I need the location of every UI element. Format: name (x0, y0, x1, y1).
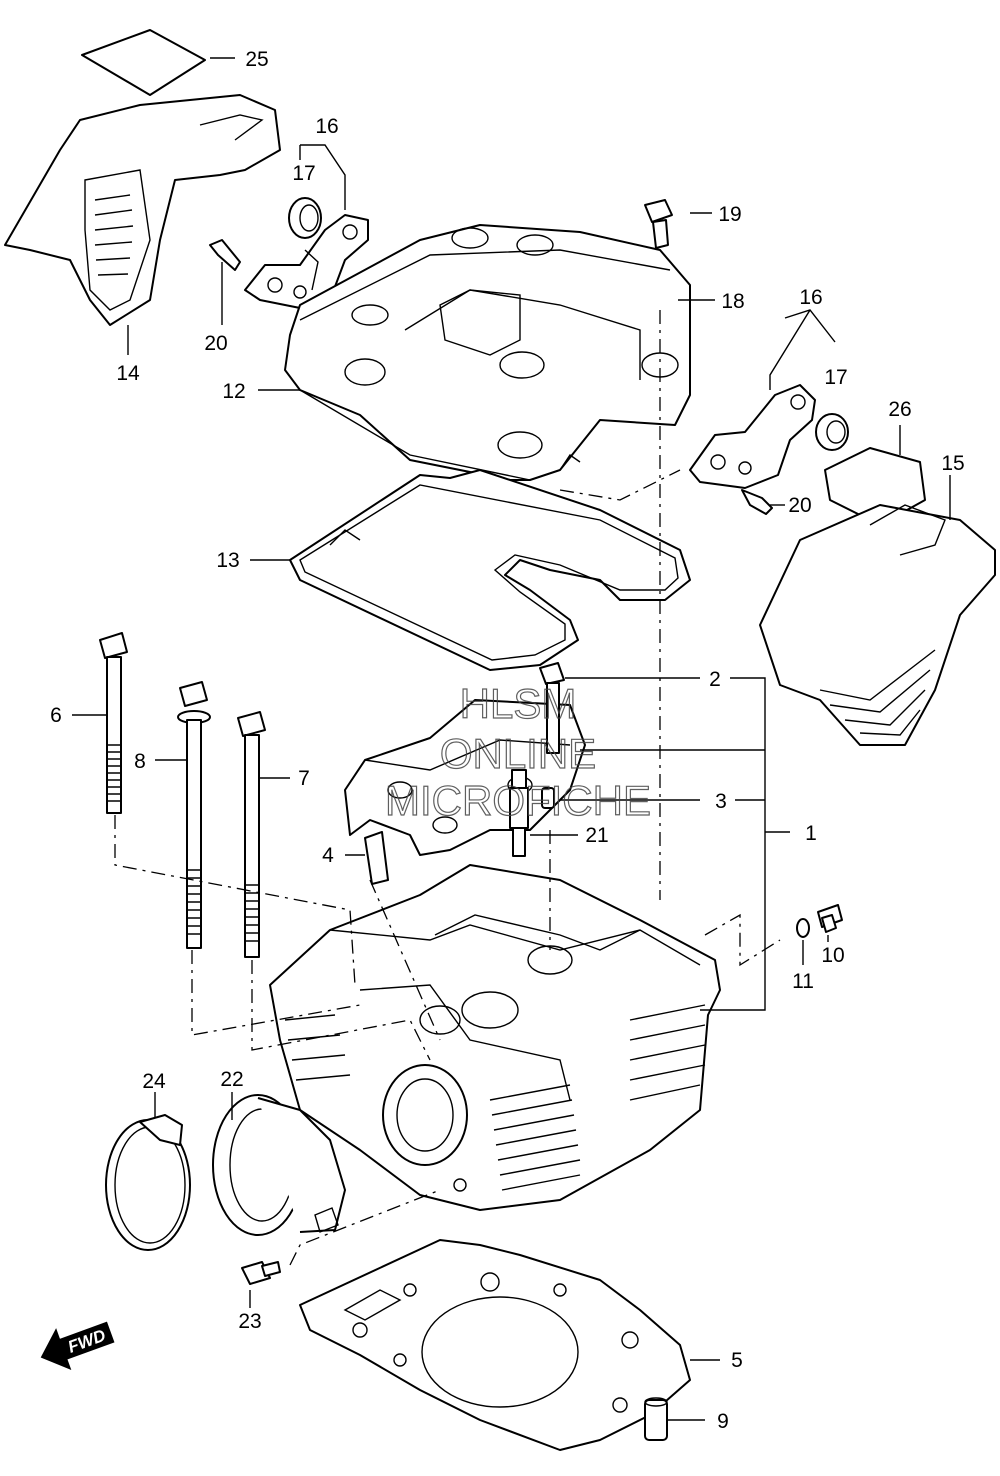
part-20-bolt-left (209, 239, 241, 271)
callout-5: 5 (731, 1349, 743, 1372)
part-11-washer (796, 918, 810, 938)
part-2-bolt (539, 662, 565, 754)
part-25-label (81, 29, 206, 96)
part-12-head-cover (284, 224, 691, 481)
callout-25: 25 (245, 48, 268, 71)
callout-21: 21 (585, 824, 608, 847)
watermark: HLSM ONLINE MICROFICHE (384, 679, 651, 824)
callout-8: 8 (134, 750, 146, 773)
part-17-grommet-left (288, 197, 322, 239)
part-8-bolt (177, 681, 211, 949)
callout-3: 3 (715, 790, 727, 813)
callout-6: 6 (50, 704, 62, 727)
part-22-intake-pipe (212, 1094, 346, 1236)
callout-15: 15 (941, 452, 964, 475)
part-3-dowel (541, 787, 555, 809)
callout-24: 24 (142, 1070, 166, 1093)
reference-lines (114, 310, 781, 1266)
part-24-clamp (105, 1114, 191, 1251)
part-17-grommet-right (815, 413, 849, 451)
part-15-side-cover (759, 504, 996, 746)
part-1-cylinder-head (269, 864, 721, 1211)
watermark-line-2: ONLINE (440, 730, 596, 777)
part-7-bolt (237, 711, 266, 958)
callout-18: 18 (721, 290, 744, 313)
callout-23: 23 (238, 1310, 261, 1333)
callout-11: 11 (792, 970, 814, 993)
callout-26: 26 (888, 398, 911, 421)
callout-12: 12 (222, 380, 245, 403)
part-26-label (824, 447, 926, 526)
callout-1: 1 (805, 822, 817, 845)
callout-16-left: 16 (315, 115, 338, 138)
part-6-bolt (99, 632, 128, 814)
part-14-side-cover (4, 94, 281, 326)
callout-20-right: 20 (788, 494, 811, 517)
callout-7: 7 (298, 767, 310, 790)
callout-17-left: 17 (292, 162, 315, 185)
callout-17-right: 17 (824, 366, 847, 389)
watermark-line-3: MICROFICHE (385, 777, 651, 824)
part-4-valve-guide (364, 831, 389, 885)
callout-10: 10 (821, 944, 844, 967)
part-13-cover-gasket (289, 469, 691, 671)
callout-labels: 25 16 17 19 20 18 16 14 17 12 26 15 20 1… (50, 48, 965, 1433)
callout-19: 19 (718, 203, 741, 226)
callout-9: 9 (717, 1410, 729, 1433)
callout-20-left: 20 (204, 332, 227, 355)
part-10-bolt (817, 904, 843, 933)
part-20-bolt-right (741, 489, 773, 515)
part-5-head-gasket (299, 1239, 691, 1451)
callout-16-right: 16 (799, 286, 822, 309)
callout-4: 4 (322, 844, 334, 867)
leader-lines (72, 57, 951, 1421)
forward-direction-arrow: FWD (40, 1321, 115, 1371)
callout-13: 13 (216, 549, 239, 572)
part-16-bracket-left (244, 214, 369, 309)
part-21-spark-plug (509, 769, 529, 857)
part-16-bracket-right (689, 384, 816, 489)
callout-22: 22 (220, 1068, 243, 1091)
part-9-dowel (644, 1397, 668, 1441)
part-23-screw (241, 1261, 281, 1285)
callout-14: 14 (116, 362, 140, 385)
watermark-line-1: HLSM (460, 680, 577, 727)
part-19-bolt (644, 199, 673, 249)
callout-2: 2 (709, 668, 721, 691)
